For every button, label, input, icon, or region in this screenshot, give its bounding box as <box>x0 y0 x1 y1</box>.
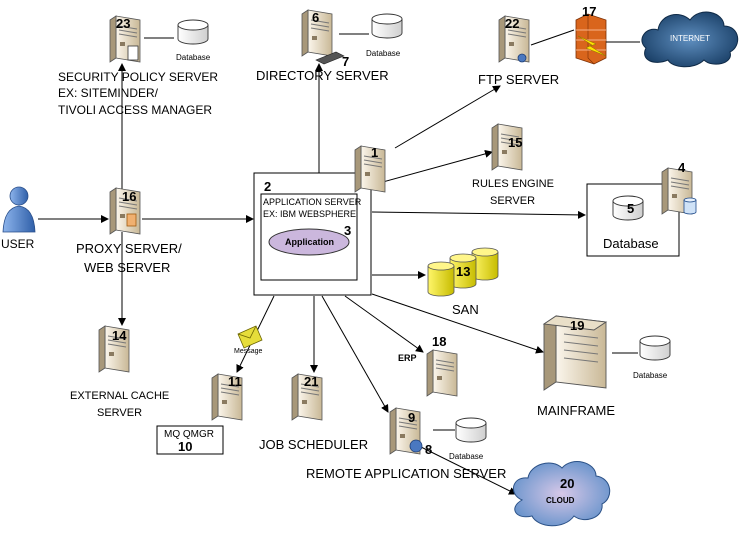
remote-database-icon <box>455 417 487 443</box>
security-policy-node: 23 Database SECURITY POLICY SERVER EX: S… <box>58 15 218 117</box>
mainframe-database-icon <box>639 335 671 361</box>
arrow-app-to-database <box>371 210 586 219</box>
remote-app-server-node: 9 8 Database REMOTE APPLICATION SERVER <box>306 407 506 481</box>
erp-label: ERP <box>398 353 417 363</box>
appserver-label-1: APPLICATION SERVER <box>263 197 362 207</box>
arrow-app-to-mainframe <box>371 293 544 354</box>
cache-label-2: SERVER <box>97 407 142 419</box>
user-node: USER <box>1 186 36 251</box>
arrow-app-to-erp <box>344 295 424 353</box>
arrow-app-to-remote <box>321 295 389 413</box>
job-scheduler-node: 21 JOB SCHEDULER <box>259 373 368 452</box>
san-number: 13 <box>456 264 470 279</box>
directory-database-icon <box>371 13 403 39</box>
mq-label: MQ QMGR <box>164 429 214 440</box>
globe-icon <box>409 439 423 453</box>
database-number-4: 4 <box>678 160 686 175</box>
mainframe-number: 19 <box>570 318 584 333</box>
ftp-label: FTP SERVER <box>478 72 559 87</box>
firewall-node: 17 <box>575 4 640 65</box>
message-label: Message <box>234 348 263 355</box>
erp-server-icon <box>426 349 458 397</box>
erp-node: 18 ERP <box>398 334 458 397</box>
mainframe-icon <box>542 315 608 391</box>
appserver-tower-number: 1 <box>371 145 378 160</box>
application-number: 3 <box>344 223 351 238</box>
proxy-number: 16 <box>122 189 136 204</box>
message-icon <box>237 325 263 349</box>
application-server-node: 2 APPLICATION SERVER EX: IBM WEBSPHERE A… <box>253 145 386 296</box>
mainframe-label: MAINFRAME <box>537 403 615 418</box>
directory-label: DIRECTORY SERVER <box>256 68 389 83</box>
rules-label-2: SERVER <box>490 195 535 207</box>
database-label: Database <box>603 236 659 251</box>
proxy-label-2: WEB SERVER <box>84 260 170 275</box>
security-label-3: TIVOLI ACCESS MANAGER <box>58 103 212 117</box>
appserver-number: 2 <box>264 179 271 194</box>
keyboard-icon <box>315 51 345 65</box>
proxy-label-1: PROXY SERVER/ <box>76 241 182 256</box>
san-storage-icon <box>427 247 499 297</box>
mq-box <box>156 425 224 455</box>
cloud-icon <box>513 461 611 527</box>
database-number-5: 5 <box>627 201 634 216</box>
mainframe-node: 19 Database MAINFRAME <box>537 315 671 418</box>
mq-node: Message 11 MQ QMGR 10 <box>156 325 263 455</box>
directory-db-label: Database <box>366 49 401 58</box>
remote-label: REMOTE APPLICATION SERVER <box>306 466 506 481</box>
directory-number: 6 <box>312 10 319 25</box>
directory-server-node: 6 7 Database DIRECTORY SERVER <box>256 9 403 83</box>
cloud-node: 20 CLOUD <box>513 461 611 527</box>
security-label-1: SECURITY POLICY SERVER <box>58 70 218 84</box>
line-ftp-firewall <box>530 29 575 46</box>
internet-label: INTERNET <box>670 34 710 43</box>
arrow-app-to-rules <box>371 149 493 186</box>
external-cache-node: 14 EXTERNAL CACHE SERVER <box>70 325 169 419</box>
remote-db-label: Database <box>449 452 484 461</box>
ftp-server-node: 22 FTP SERVER <box>478 15 559 87</box>
cache-number: 14 <box>112 328 127 343</box>
page-icon <box>126 213 137 227</box>
rules-number: 15 <box>508 135 522 150</box>
user-label: USER <box>1 237 35 251</box>
internet-node: INTERNET <box>641 11 739 68</box>
mq-number-10: 10 <box>178 439 192 454</box>
mainframe-db-label: Database <box>633 371 668 380</box>
directory-number-2: 7 <box>342 54 349 69</box>
security-label-2: EX: SITEMINDER/ <box>58 86 159 100</box>
cloud-label: CLOUD <box>546 496 575 505</box>
application-ellipse <box>268 228 350 256</box>
job-number: 21 <box>304 374 318 389</box>
disk-icon <box>683 200 697 215</box>
firewall-number: 17 <box>582 4 596 19</box>
cache-label-1: EXTERNAL CACHE <box>70 390 169 402</box>
security-database-icon <box>177 19 209 45</box>
rules-engine-node: 15 RULES ENGINE SERVER <box>472 123 554 207</box>
database-node: 5 Database 4 <box>586 160 697 257</box>
firewall-icon <box>575 13 607 65</box>
mq-number: 11 <box>228 374 242 389</box>
appserver-tower-icon <box>354 145 386 193</box>
job-label: JOB SCHEDULER <box>259 437 368 452</box>
globe-icon <box>517 53 527 63</box>
user-icon <box>2 186 36 233</box>
security-db-label: Database <box>176 53 211 62</box>
proxy-server-node: 16 PROXY SERVER/ WEB SERVER <box>76 187 182 275</box>
security-number: 23 <box>116 16 130 31</box>
document-icon <box>127 45 139 61</box>
appserver-label-2: EX: IBM WEBSPHERE <box>263 209 356 219</box>
arrow-remote-to-cloud <box>418 445 517 495</box>
internet-cloud-icon <box>641 11 739 68</box>
arrow-app-to-ftp <box>394 85 501 149</box>
application-label: Application <box>285 237 334 247</box>
cloud-number: 20 <box>560 476 574 491</box>
ftp-number: 22 <box>505 16 519 31</box>
san-label: SAN <box>452 302 479 317</box>
remote-number-8: 8 <box>425 442 432 457</box>
erp-number: 18 <box>432 334 446 349</box>
san-node: 13 SAN <box>427 247 499 317</box>
rules-label-1: RULES ENGINE <box>472 178 554 190</box>
remote-number: 9 <box>408 410 415 425</box>
